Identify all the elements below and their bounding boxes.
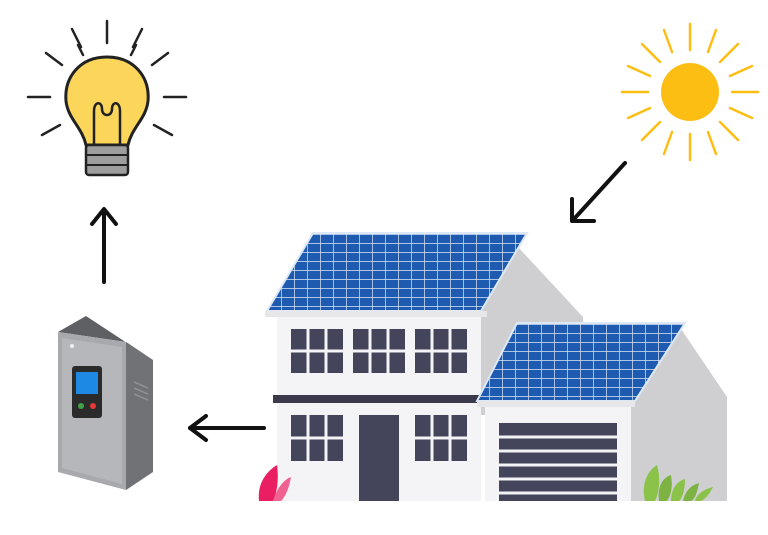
inverter-screen [76, 372, 98, 394]
bulb-filament [92, 102, 122, 145]
bulb-glass [64, 55, 150, 147]
green-plant [643, 465, 713, 501]
garage-door [499, 423, 617, 501]
inverter-icon [58, 316, 153, 490]
arrow-house-to-inverter [188, 414, 266, 442]
inverter-side [126, 342, 153, 490]
arrow-sun-to-house [570, 161, 627, 223]
sun-icon [620, 22, 760, 162]
bulb-base [84, 143, 130, 177]
inverter-top [58, 316, 153, 360]
inverter-vents [133, 381, 149, 401]
bulb-rays [26, 19, 188, 137]
pink-plant [258, 465, 291, 501]
front-door [359, 415, 399, 501]
solar-house-icon [258, 232, 727, 501]
sun-disc [661, 63, 719, 121]
arrow-inverter-to-bulb [90, 207, 118, 284]
sun-rays [620, 22, 760, 162]
main-roof-solar-panels [265, 232, 529, 312]
light-bulb-icon [26, 19, 188, 177]
